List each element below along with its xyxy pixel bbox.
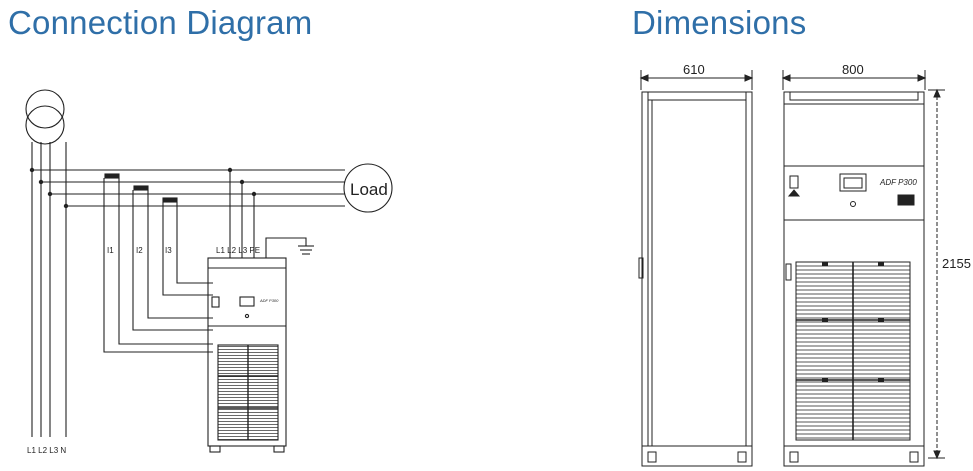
terminal-lead-pe [265, 237, 307, 258]
front-knob [850, 201, 856, 207]
height-label: 2155 [942, 256, 971, 271]
ct-lead-2b [147, 190, 213, 319]
cabinet-side-view [641, 91, 753, 447]
ct-sensor-3 [162, 197, 178, 203]
dimensions-title: Dimensions [632, 4, 807, 41]
ct-lead-2a [132, 190, 213, 331]
junction-dot [29, 167, 35, 173]
ct-lead-3b [176, 202, 213, 284]
depth-label: 610 [683, 62, 705, 77]
unit-badge: ADF P300 [259, 298, 279, 303]
ct-label-2: I2 [136, 246, 143, 255]
cabinet-front-base [783, 445, 925, 467]
control-panel [783, 165, 925, 221]
connection-diagram-title: Connection Diagram [8, 4, 313, 41]
unit-side-label [211, 296, 220, 308]
supply-bottom-labels: L1 L2 L3 N [27, 446, 66, 455]
ct-lead-3a [162, 202, 213, 296]
connection-diagram [25, 89, 393, 453]
transformer-coil-bottom [25, 105, 65, 145]
junction-dot [47, 191, 53, 197]
ct-label-3: I3 [165, 246, 172, 255]
junction-dot [63, 203, 69, 209]
load-label: Load [350, 180, 388, 199]
dimensions-drawing [638, 70, 945, 467]
ct-lead-1a [103, 178, 213, 353]
transformer-coil-top [25, 89, 65, 129]
width-label: 800 [842, 62, 864, 77]
apf-unit-small [207, 257, 287, 447]
ct-label-1: I1 [107, 246, 114, 255]
cabinet-side-base [641, 445, 753, 467]
load-circle [343, 163, 393, 213]
ct-sensor-2 [133, 185, 149, 191]
ct-sensor-1 [104, 173, 120, 179]
junction-dot [38, 179, 44, 185]
terminal-labels: L1 L2 L3 PE [216, 246, 260, 255]
model-label: ADF P300 [879, 178, 917, 187]
front-display [839, 173, 867, 192]
unit-display [239, 296, 255, 307]
ct-lead-1b [118, 178, 213, 345]
